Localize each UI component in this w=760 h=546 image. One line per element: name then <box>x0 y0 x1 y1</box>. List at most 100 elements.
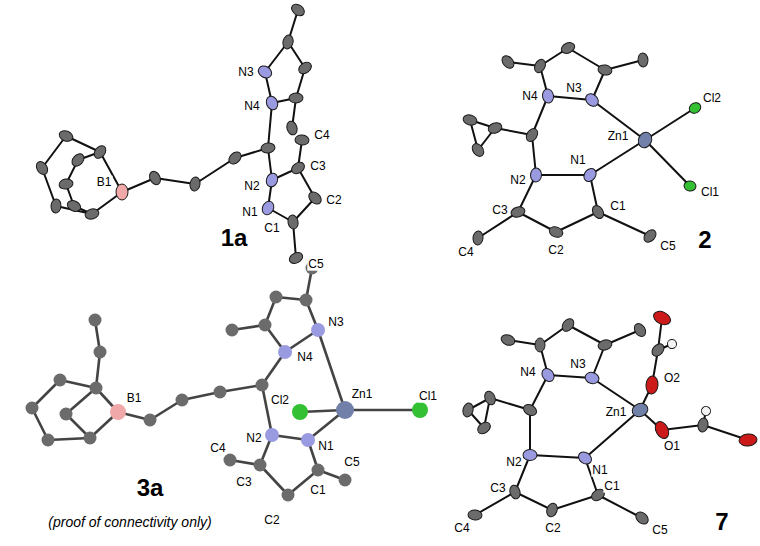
molecule <box>26 262 429 502</box>
note: (proof of connectivity only) <box>47 515 212 530</box>
atom-label: N2 <box>243 180 260 193</box>
atom-ellipsoid <box>583 91 601 109</box>
atom-ellipsoid <box>287 214 300 230</box>
atom-ellipsoid <box>189 176 201 192</box>
atom <box>90 382 103 395</box>
atom <box>339 474 352 487</box>
atom-ellipsoid <box>500 53 517 70</box>
atom-ellipsoid <box>261 142 276 153</box>
atom-ellipsoid <box>461 402 474 418</box>
atom <box>54 374 67 387</box>
atom-ellipsoid <box>285 120 299 136</box>
atom-ellipsoid <box>256 64 274 81</box>
bond <box>590 140 645 175</box>
atom-ellipsoid <box>70 151 87 168</box>
atom-label: N3 <box>569 358 586 371</box>
atom-ellipsoid <box>700 405 713 418</box>
atom-ellipsoid <box>738 433 757 447</box>
atom-ellipsoid <box>560 316 576 333</box>
atom <box>89 314 102 327</box>
atom-ellipsoid <box>500 333 517 347</box>
atom <box>214 386 227 399</box>
atom <box>312 464 325 477</box>
atom-ellipsoid <box>651 309 672 328</box>
atom-label: C3 <box>489 482 506 495</box>
atom-ellipsoid <box>581 166 598 184</box>
atom-ellipsoid <box>630 401 650 419</box>
atom-label: C4 <box>457 246 474 259</box>
atom-ellipsoid <box>475 420 492 436</box>
atom <box>311 323 325 337</box>
atom-ellipsoid <box>545 502 559 519</box>
bond <box>598 212 650 236</box>
atom-label: B1 <box>96 176 113 189</box>
atom <box>270 291 283 304</box>
atom-label: C1 <box>609 200 626 213</box>
compound-number: 2 <box>697 227 712 252</box>
atom <box>300 294 313 307</box>
atom-ellipsoid <box>530 168 541 182</box>
atom <box>110 404 126 420</box>
atom-ellipsoid <box>524 126 540 143</box>
atom-ellipsoid <box>541 88 554 104</box>
atom-ellipsoid <box>226 150 243 167</box>
atom-label: B1 <box>126 392 143 405</box>
atom-ellipsoid <box>483 390 498 407</box>
atom-label: N4 <box>521 90 538 103</box>
atom-ellipsoid <box>636 130 654 150</box>
atom <box>259 319 272 332</box>
atom-label: C2 <box>325 194 342 207</box>
atom-ellipsoid <box>584 371 600 385</box>
atom-label: Zn1 <box>605 406 628 419</box>
atom-ellipsoid <box>697 417 709 433</box>
atom <box>412 402 428 418</box>
atom-label: Cl2 <box>702 92 722 105</box>
atom-label: C5 <box>307 258 324 271</box>
atom-ellipsoid <box>58 129 75 143</box>
atom <box>60 408 73 421</box>
atom-ellipsoid <box>296 60 313 76</box>
atom-ellipsoid <box>638 53 649 68</box>
compound-number: 3a <box>136 475 165 500</box>
atom-ellipsoid <box>632 321 648 338</box>
atom <box>94 346 107 359</box>
atom-label: Zn1 <box>607 130 630 143</box>
atom <box>254 459 267 472</box>
atom-ellipsoid <box>560 41 577 56</box>
atom-label: N1 <box>241 206 258 219</box>
atom-label: Cl1 <box>700 186 720 199</box>
atom-label: N4 <box>296 351 313 364</box>
bond <box>598 495 642 518</box>
atom-label: N3 <box>327 316 344 329</box>
atom-ellipsoid <box>34 159 50 176</box>
atom <box>336 401 354 419</box>
atom-label: C3 <box>235 476 252 489</box>
atom-ellipsoid <box>289 2 306 18</box>
atom-ellipsoid <box>642 227 659 244</box>
bond <box>556 212 598 232</box>
atom-label: C2 <box>544 522 561 535</box>
bond <box>529 410 531 455</box>
atom-ellipsoid <box>667 339 678 350</box>
atom-ellipsoid <box>597 64 613 77</box>
atom-ellipsoid <box>633 510 650 527</box>
atom-ellipsoid <box>470 141 486 158</box>
atom-label: C5 <box>651 524 668 537</box>
bond <box>568 325 605 345</box>
atom-ellipsoid <box>116 184 128 200</box>
atom-ellipsoid <box>645 376 659 395</box>
atom-ellipsoid <box>523 449 537 460</box>
atom-ellipsoid <box>508 484 522 500</box>
atom-label: C5 <box>659 240 676 253</box>
atom-ellipsoid <box>462 113 478 127</box>
atom <box>292 404 308 420</box>
bond <box>262 385 272 435</box>
atom-label: C1 <box>309 484 326 497</box>
atom-ellipsoid <box>66 198 83 213</box>
atom-label: N3 <box>237 66 254 79</box>
atom-label: N1 <box>569 154 586 167</box>
atom-ellipsoid <box>548 225 565 240</box>
atom-label: N3 <box>565 82 582 95</box>
